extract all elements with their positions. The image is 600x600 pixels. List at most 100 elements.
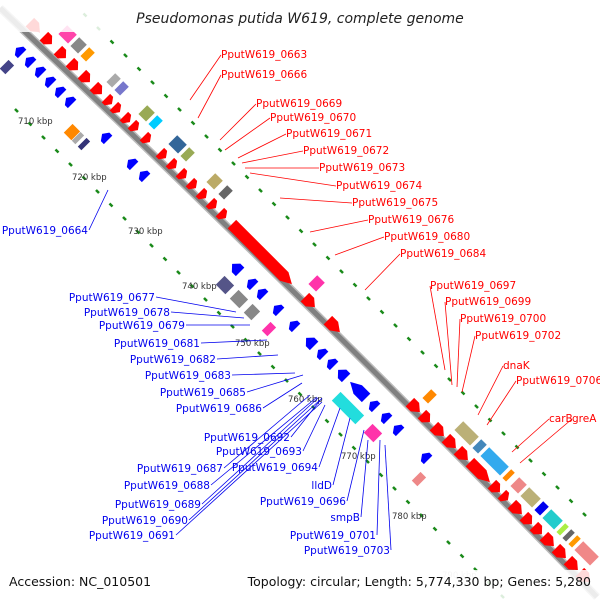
reverse-gene-label[interactable]: PputW619_0677 xyxy=(69,292,155,304)
gc-tick-mark xyxy=(446,540,451,545)
forward-gene-label[interactable]: PputW619_0672 xyxy=(303,145,389,157)
reverse-cog-block xyxy=(76,137,91,152)
reverse-gene xyxy=(246,278,259,291)
forward-gene-label[interactable]: PputW619_0676 xyxy=(368,214,454,226)
forward-gene-label[interactable]: PputW619_0706 xyxy=(516,375,600,387)
forward-gene xyxy=(300,292,315,308)
forward-gene-label[interactable]: PputW619_0671 xyxy=(286,128,372,140)
ruler-tick-label: 710 kbp xyxy=(18,117,53,127)
label-leader-line xyxy=(224,117,271,151)
reverse-gene-label[interactable]: PputW619_0683 xyxy=(145,370,231,382)
forward-gene xyxy=(465,457,490,483)
label-leader-line xyxy=(384,444,392,551)
forward-gene-label[interactable]: dnaK xyxy=(503,360,531,372)
forward-gene xyxy=(551,543,566,559)
forward-gene xyxy=(39,31,53,45)
reverse-gene-label[interactable]: PputW619_0687 xyxy=(137,463,223,475)
cog-block xyxy=(105,72,122,89)
reverse-gene xyxy=(64,96,77,109)
forward-gene xyxy=(139,131,152,144)
cog-block xyxy=(307,274,326,293)
label-leader-line xyxy=(318,407,341,468)
forward-gene-label[interactable]: PputW619_0675 xyxy=(352,197,438,209)
gc-tick-mark xyxy=(162,256,168,262)
reverse-cog-block xyxy=(228,289,249,310)
reverse-gene-label[interactable]: PputW619_0690 xyxy=(102,515,188,527)
forward-gene-label[interactable]: PputW619_0684 xyxy=(400,248,486,260)
forward-gene xyxy=(529,521,543,535)
reverse-gene-label[interactable]: PputW619_0696 xyxy=(260,496,346,508)
reverse-gene xyxy=(420,452,433,465)
reverse-gene-label[interactable]: PputW619_0681 xyxy=(114,338,200,350)
reverse-gene-label[interactable]: PputW619_0685 xyxy=(160,387,246,399)
forward-gene-label[interactable]: greA xyxy=(572,413,597,425)
gc-tick-mark xyxy=(285,215,290,220)
ruler-tick-label: 740 kbp xyxy=(182,282,217,292)
cog-block xyxy=(555,522,570,537)
forward-gene-label[interactable]: PputW619_0670 xyxy=(270,112,356,124)
cog-block xyxy=(541,508,564,531)
forward-gene xyxy=(519,511,533,525)
reverse-gene-label[interactable]: PputW619_0664 xyxy=(2,225,88,237)
ruler-tick-label: 770 kbp xyxy=(341,452,376,462)
reverse-gene-label[interactable]: PputW619_0691 xyxy=(89,530,175,542)
reverse-gene-label[interactable]: PputW619_0703 xyxy=(304,545,390,557)
forward-gene xyxy=(453,445,468,461)
forward-gene-label[interactable]: PputW619_0680 xyxy=(384,231,470,243)
label-leader-line xyxy=(332,417,351,486)
forward-gene-label[interactable]: PputW619_0700 xyxy=(460,313,546,325)
forward-gene-label[interactable]: carB xyxy=(549,413,573,425)
forward-gene xyxy=(205,197,218,210)
forward-gene xyxy=(417,409,431,423)
label-leader-line xyxy=(456,318,461,388)
ruler-tick-label: 780 kbp xyxy=(392,512,427,522)
gc-tick-mark xyxy=(163,93,169,99)
forward-gene xyxy=(563,555,578,571)
cog-block xyxy=(501,468,516,483)
reverse-gene-label[interactable]: PputW619_0692 xyxy=(204,432,290,444)
reverse-gene-label[interactable]: lldD xyxy=(311,480,332,492)
gc-tick-mark xyxy=(324,418,330,424)
forward-gene-label[interactable]: PputW619_0663 xyxy=(221,49,307,61)
forward-gene xyxy=(53,45,67,59)
forward-gene-label[interactable]: PputW619_0699 xyxy=(445,296,531,308)
gc-tick-mark xyxy=(432,526,438,532)
forward-gene-label[interactable]: PputW619_0702 xyxy=(475,330,561,342)
gc-tick-mark xyxy=(244,174,250,180)
reverse-gene-label[interactable]: PputW619_0694 xyxy=(232,462,318,474)
label-leader-line xyxy=(444,301,453,386)
cog-block xyxy=(205,172,224,191)
forward-gene-label[interactable]: PputW619_0674 xyxy=(336,180,422,192)
label-leader-line xyxy=(309,219,369,233)
ruler-tick-label: 750 kbp xyxy=(235,339,270,349)
footer-band xyxy=(0,570,600,600)
forward-gene-label[interactable]: PputW619_0673 xyxy=(319,162,405,174)
reverse-gene-label[interactable]: PputW619_0701 xyxy=(290,530,376,542)
reverse-gene xyxy=(380,412,393,425)
reverse-gene xyxy=(326,358,339,371)
reverse-gene-label[interactable]: PputW619_0682 xyxy=(130,354,216,366)
reverse-gene-label[interactable]: PputW619_0689 xyxy=(115,499,201,511)
label-leader-line xyxy=(511,418,550,453)
reverse-gene-label[interactable]: PputW619_0679 xyxy=(99,320,185,332)
reverse-gene-label[interactable]: PputW619_0686 xyxy=(176,403,262,415)
reverse-gene-label[interactable]: smpB xyxy=(330,512,360,524)
gc-tick-mark xyxy=(582,512,587,517)
forward-gene xyxy=(119,111,132,124)
gc-tick-mark xyxy=(325,255,331,261)
label-leader-line xyxy=(376,439,381,536)
forward-gene xyxy=(89,81,103,95)
ruler-tick-label: 760 kbp xyxy=(288,395,323,405)
forward-gene-label[interactable]: PputW619_0666 xyxy=(221,69,307,81)
reverse-gene-label[interactable]: PputW619_0678 xyxy=(84,307,170,319)
gc-tick-mark xyxy=(392,486,397,491)
forward-gene xyxy=(65,57,79,71)
gc-tick-mark xyxy=(41,135,46,140)
cog-block xyxy=(167,134,188,155)
forward-gene-label[interactable]: PputW619_0669 xyxy=(256,98,342,110)
reverse-gene-label[interactable]: PputW619_0688 xyxy=(124,480,210,492)
forward-gene-label[interactable]: PputW619_0697 xyxy=(430,280,516,292)
label-leader-line xyxy=(241,150,304,164)
forward-gene xyxy=(185,177,198,190)
